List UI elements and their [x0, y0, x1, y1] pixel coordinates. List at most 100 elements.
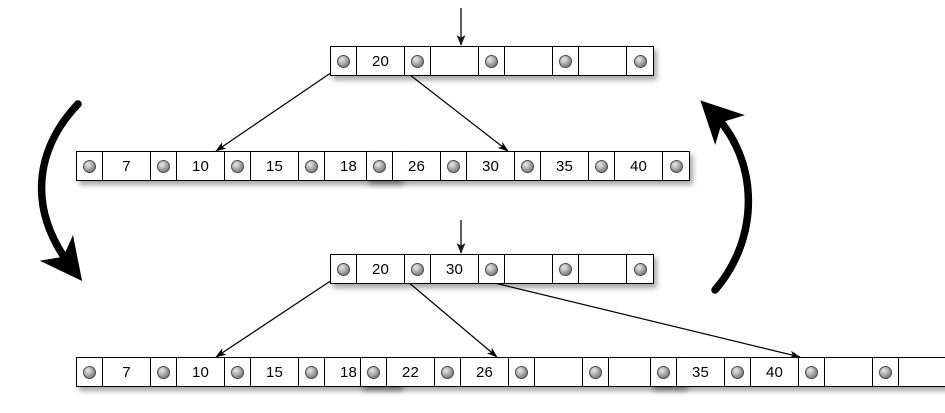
pointer-cell[interactable] [515, 152, 541, 180]
key-cell[interactable]: 30 [431, 255, 479, 283]
key-cell-empty[interactable] [899, 358, 945, 386]
pointer-cell[interactable] [77, 358, 103, 386]
pointer-dot-icon [441, 365, 454, 379]
key-cell[interactable]: 20 [357, 47, 405, 75]
key-cell[interactable]: 7 [103, 152, 151, 180]
root-node-before[interactable]: 20 [330, 46, 654, 76]
pointer-dot-icon [657, 365, 670, 379]
pointer-dot-icon [559, 262, 572, 276]
key-cell[interactable]: 26 [461, 358, 509, 386]
pointer-cell[interactable] [225, 358, 251, 386]
pointer-cell[interactable] [151, 152, 177, 180]
pointer-cell[interactable] [553, 47, 579, 75]
pointer-dot-icon [337, 54, 350, 68]
leaf-node-after-right[interactable]: 35 40 [650, 357, 945, 387]
key-cell-empty[interactable] [505, 47, 553, 75]
key-cell-empty[interactable] [579, 255, 627, 283]
pointer-cell[interactable] [663, 152, 689, 180]
pointer-cell[interactable] [627, 47, 653, 75]
pointer-dot-icon [447, 159, 460, 173]
key-cell-empty[interactable] [505, 255, 553, 283]
pointer-cell[interactable] [151, 358, 177, 386]
pointer-cell[interactable] [225, 152, 251, 180]
key-cell-empty[interactable] [431, 47, 479, 75]
key-cell[interactable]: 10 [177, 152, 225, 180]
edge-before-root-to-left-leaf [215, 67, 339, 152]
pointer-dot-icon [83, 159, 96, 173]
pointer-dot-icon [373, 159, 386, 173]
key-cell-empty[interactable] [535, 358, 583, 386]
pointer-cell[interactable] [331, 255, 357, 283]
pointer-dot-icon [731, 365, 744, 379]
pointer-dot-icon [521, 159, 534, 173]
pointer-cell[interactable] [299, 152, 325, 180]
pointer-cell[interactable] [583, 358, 609, 386]
pointer-dot-icon [411, 54, 424, 68]
pointer-dot-icon [485, 54, 498, 68]
edge-after-root-to-middle-leaf [400, 275, 498, 358]
pointer-cell[interactable] [873, 358, 899, 386]
key-cell[interactable]: 35 [677, 358, 725, 386]
pointer-cell[interactable] [361, 358, 387, 386]
key-cell-empty[interactable] [609, 358, 657, 386]
key-cell-empty[interactable] [579, 47, 627, 75]
pointer-cell[interactable] [589, 152, 615, 180]
key-cell-empty[interactable] [825, 358, 873, 386]
key-cell[interactable]: 15 [251, 358, 299, 386]
pointer-cell[interactable] [479, 255, 505, 283]
pointer-dot-icon [305, 365, 318, 379]
pointer-cell[interactable] [441, 152, 467, 180]
leaf-node-after-middle[interactable]: 22 26 [360, 357, 684, 387]
pointer-dot-icon [157, 159, 170, 173]
pointer-cell[interactable] [651, 358, 677, 386]
transition-arrow-right-up [700, 100, 753, 294]
pointer-cell[interactable] [627, 255, 653, 283]
key-cell[interactable]: 22 [387, 358, 435, 386]
pointer-dot-icon [157, 365, 170, 379]
key-cell[interactable]: 40 [615, 152, 663, 180]
pointer-dot-icon [515, 365, 528, 379]
pointer-dot-icon [879, 365, 892, 379]
pointer-dot-icon [337, 262, 350, 276]
pointer-cell[interactable] [725, 358, 751, 386]
key-cell[interactable]: 18 [325, 152, 373, 180]
edge-after-root-to-right-leaf [448, 271, 801, 359]
key-cell[interactable]: 40 [751, 358, 799, 386]
key-cell[interactable]: 20 [357, 255, 405, 283]
pointer-cell[interactable] [367, 152, 393, 180]
key-cell[interactable]: 7 [103, 358, 151, 386]
pointer-dot-icon [669, 159, 683, 173]
edge-before-root-to-right-leaf [400, 67, 509, 152]
pointer-dot-icon [633, 54, 647, 68]
pointer-cell[interactable] [435, 358, 461, 386]
pointer-dot-icon [805, 365, 818, 379]
key-cell[interactable]: 15 [251, 152, 299, 180]
pointer-dot-icon [231, 159, 244, 173]
pointer-dot-icon [633, 262, 647, 276]
pointer-dot-icon [83, 365, 96, 379]
pointer-dot-icon [231, 365, 244, 379]
key-cell[interactable]: 35 [541, 152, 589, 180]
pointer-cell[interactable] [299, 358, 325, 386]
pointer-cell[interactable] [553, 255, 579, 283]
key-cell[interactable]: 10 [177, 358, 225, 386]
key-cell[interactable]: 30 [467, 152, 515, 180]
pointer-cell[interactable] [479, 47, 505, 75]
pointer-dot-icon [411, 262, 424, 276]
pointer-cell[interactable] [405, 255, 431, 283]
pointer-cell[interactable] [799, 358, 825, 386]
pointer-dot-icon [595, 159, 608, 173]
pointer-cell[interactable] [77, 152, 103, 180]
leaf-node-before-right[interactable]: 26 30 35 40 [366, 151, 690, 181]
edge-after-root-to-left-leaf [215, 275, 339, 358]
leaf-node-before-left[interactable]: 7 10 15 18 [76, 151, 400, 181]
key-cell[interactable]: 26 [393, 152, 441, 180]
pointer-dot-icon [305, 159, 318, 173]
pointer-cell[interactable] [509, 358, 535, 386]
pointer-dot-icon [589, 365, 602, 379]
pointer-cell[interactable] [331, 47, 357, 75]
pointer-cell[interactable] [405, 47, 431, 75]
